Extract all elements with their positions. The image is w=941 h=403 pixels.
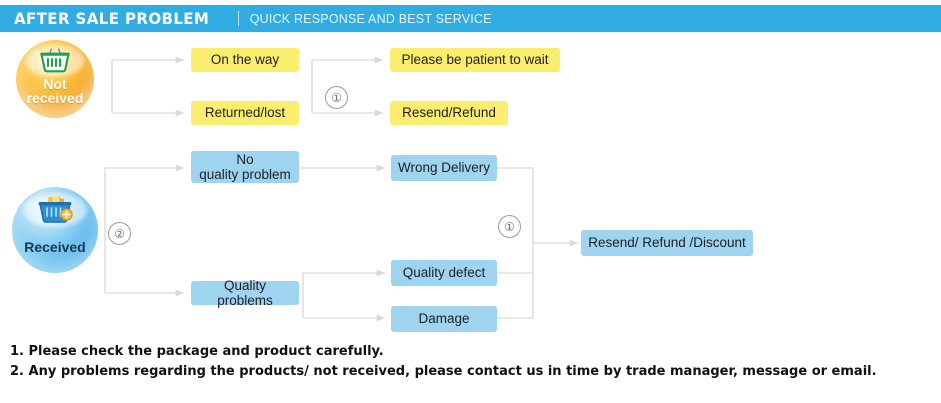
- step-marker-received-2: ②: [108, 222, 131, 245]
- bubble-label-received: Received: [24, 239, 86, 256]
- node-resend-refund-discount[interactable]: Resend/ Refund /Discount: [581, 230, 753, 256]
- node-label: Wrong Delivery: [397, 160, 491, 176]
- footer-note-2: 2. Any problems regarding the products/ …: [10, 363, 877, 379]
- footer-notes: 1. Please check the package and product …: [10, 342, 930, 382]
- node-damage[interactable]: Damage: [391, 306, 497, 332]
- node-no-quality-problem[interactable]: No quality problem: [191, 151, 299, 183]
- footer-note-1: 1. Please check the package and product …: [10, 344, 384, 359]
- node-label: Returned/lost: [204, 105, 286, 121]
- node-please-be-patient-to-wait[interactable]: Please be patient to wait: [390, 48, 560, 72]
- status-bubble-received[interactable]: Received: [12, 187, 98, 273]
- step-marker-not-received-1: ①: [325, 86, 348, 109]
- node-quality-problems[interactable]: Quality problems: [191, 277, 299, 308]
- page-header-banner: AFTER SALE PROBLEM QUICK RESPONSE AND BE…: [0, 5, 941, 32]
- node-label: Damage: [418, 311, 470, 327]
- flow-diagram: Not received: [0, 32, 941, 337]
- node-label: No quality problem: [199, 151, 291, 182]
- page-title: AFTER SALE PROBLEM: [14, 9, 210, 28]
- shopping-basket-filled-icon: [35, 193, 75, 230]
- node-label: Resend/Refund: [402, 105, 496, 121]
- connector-lines: [104, 56, 578, 322]
- bubble-label-not-received: Not received: [26, 75, 84, 107]
- node-returned-lost[interactable]: Returned/lost: [191, 101, 299, 125]
- node-label: Quality defect: [402, 265, 486, 281]
- node-label: Resend/ Refund /Discount: [588, 235, 746, 251]
- node-resend-refund[interactable]: Resend/Refund: [390, 101, 508, 125]
- status-bubble-not-received[interactable]: Not received: [16, 40, 94, 118]
- marker-label: ②: [114, 226, 125, 241]
- shopping-basket-icon: [38, 46, 72, 79]
- node-label: Please be patient to wait: [401, 52, 549, 68]
- node-quality-defect[interactable]: Quality defect: [391, 260, 497, 286]
- step-marker-received-1: ①: [498, 215, 521, 238]
- page-subtitle: QUICK RESPONSE AND BEST SERVICE: [249, 11, 492, 26]
- node-label: Quality problems: [217, 277, 273, 308]
- node-label: On the way: [210, 52, 280, 68]
- header-divider: [237, 11, 239, 26]
- marker-label: ①: [331, 90, 342, 105]
- node-on-the-way[interactable]: On the way: [191, 48, 299, 72]
- wire-merge-bracket: [497, 167, 534, 319]
- marker-label: ①: [504, 219, 515, 234]
- node-wrong-delivery[interactable]: Wrong Delivery: [391, 155, 497, 181]
